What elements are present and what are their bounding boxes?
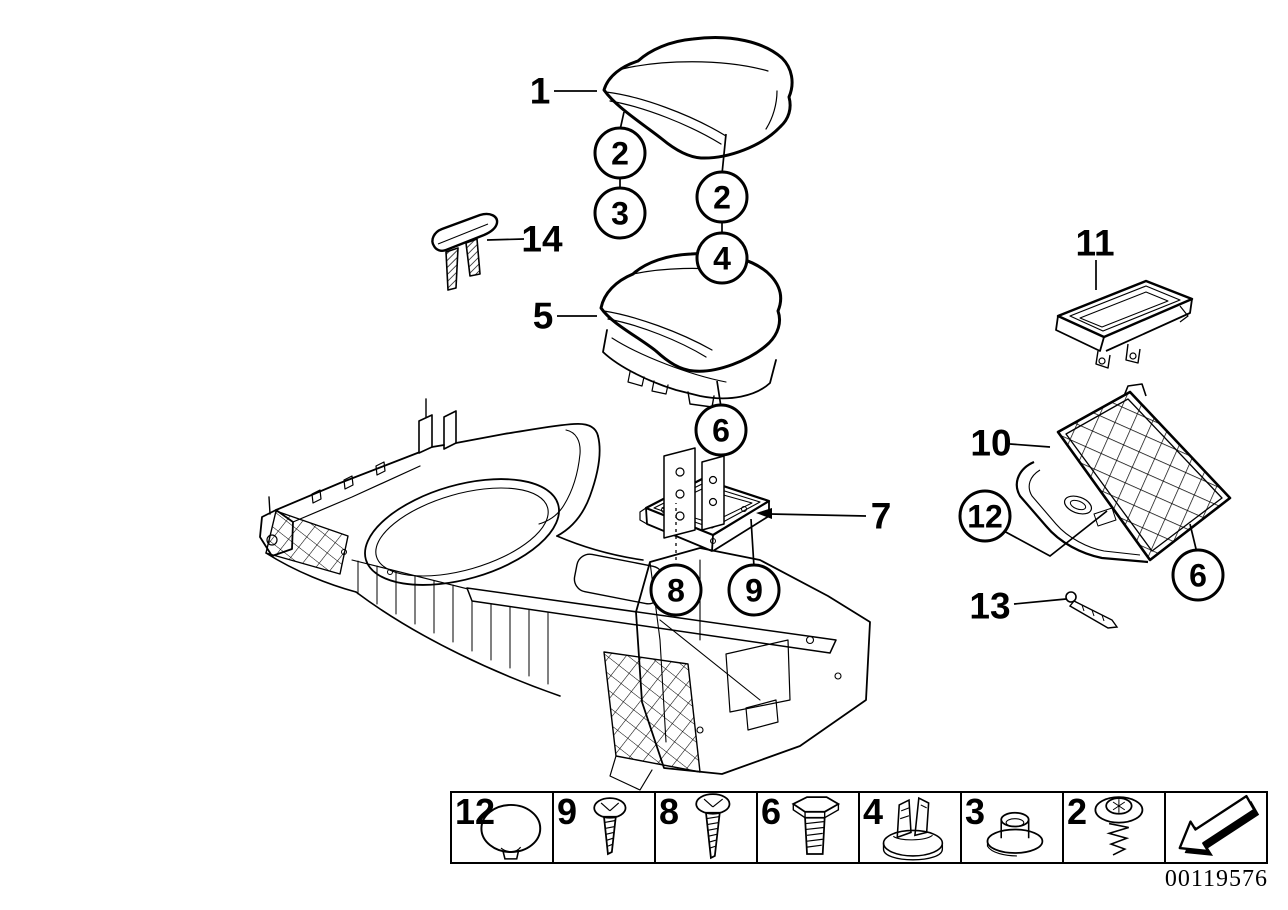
callout-7[interactable]: 7 — [870, 495, 892, 537]
fastener-legend: 12 9 8 — [450, 791, 1268, 864]
back-arrow-icon — [1178, 794, 1260, 856]
legend-number: 4 — [863, 791, 884, 832]
callout-1[interactable]: 1 — [529, 70, 551, 112]
expanding-clip-icon — [882, 796, 944, 861]
callout-10[interactable]: 10 — [970, 422, 1012, 464]
washer-screw-icon — [1094, 796, 1144, 856]
legend-cell-9[interactable]: 9 — [552, 793, 654, 862]
oval-head-screw-icon — [593, 797, 627, 856]
hex-bolt-icon — [791, 796, 841, 855]
callout-9[interactable]: 9 — [727, 563, 781, 617]
legend-number: 2 — [1067, 791, 1088, 832]
locking-pin-drawing — [1065, 591, 1119, 629]
legend-cell-3[interactable]: 3 — [960, 793, 1062, 862]
legend-nav-arrow-cell[interactable] — [1164, 793, 1266, 862]
callout-6a[interactable]: 6 — [694, 403, 748, 457]
legend-cell-6[interactable]: 6 — [756, 793, 858, 862]
armrest-cushion-drawing — [599, 251, 783, 408]
armrest-lid-drawing — [602, 36, 794, 160]
callout-13[interactable]: 13 — [969, 585, 1011, 627]
leader-lines — [486, 90, 1198, 605]
console-frame-drawing — [259, 398, 871, 791]
legend-cell-12[interactable]: 12 — [452, 793, 552, 862]
doc-number: 00119576 — [1164, 866, 1268, 892]
callout-8[interactable]: 8 — [649, 563, 703, 617]
callout-2a[interactable]: 2 — [593, 126, 647, 180]
callout-11[interactable]: 11 — [1075, 222, 1115, 264]
callout-14[interactable]: 14 — [521, 218, 563, 260]
legend-cell-4[interactable]: 4 — [858, 793, 960, 862]
legend-number: 9 — [557, 791, 578, 832]
grommet-icon — [986, 811, 1044, 857]
callout-5[interactable]: 5 — [532, 295, 554, 337]
legend-number: 6 — [761, 791, 782, 832]
callout-6b[interactable]: 6 — [1171, 548, 1225, 602]
retaining-clip-drawing — [431, 212, 499, 291]
legend-cell-2[interactable]: 2 — [1062, 793, 1164, 862]
storage-tray-drawing — [1055, 279, 1194, 369]
legend-number: 12 — [455, 791, 496, 832]
callout-3[interactable]: 3 — [593, 186, 647, 240]
callout-12[interactable]: 12 — [958, 489, 1012, 543]
callout-2b[interactable]: 2 — [695, 170, 749, 224]
callout-4[interactable]: 4 — [695, 231, 749, 285]
cover-cap-icon — [480, 803, 542, 860]
oval-head-screw-long-icon — [695, 793, 731, 860]
legend-number: 8 — [659, 791, 680, 832]
legend-number: 3 — [965, 791, 986, 832]
legend-cell-8[interactable]: 8 — [654, 793, 756, 862]
net-lid-drawing — [1015, 383, 1232, 564]
